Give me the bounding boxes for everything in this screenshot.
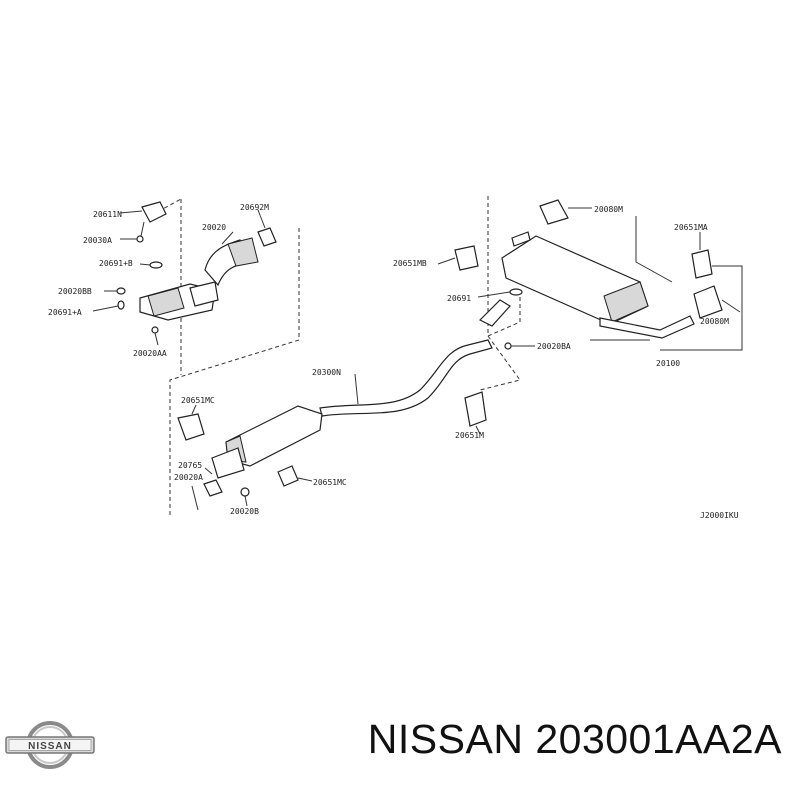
rear-muffler-part <box>477 196 743 391</box>
reference-code: J2000IKU <box>700 511 739 520</box>
label-20020BB: 20020BB <box>58 287 92 296</box>
label-20691: 20691 <box>447 294 471 303</box>
label-20651MB: 20651MB <box>393 259 427 268</box>
label-20692M: 20692M <box>240 203 269 212</box>
label-20651MA: 20651MA <box>674 223 708 232</box>
part-number-title: NISSAN 203001AA2A <box>367 716 782 762</box>
part-labels: 20611N 20030A 20691+B 20020BB 20691+A 20… <box>48 203 739 520</box>
label-20080M-top: 20080M <box>594 205 623 214</box>
label-20080M-right: 20080M <box>700 317 729 326</box>
label-20651MC-bottom: 20651MC <box>313 478 347 487</box>
heat-shield-part <box>119 201 167 243</box>
label-20691B: 20691+B <box>99 259 133 268</box>
rubber-mount-parts <box>177 232 713 487</box>
logo-wordmark: NISSAN <box>28 741 72 752</box>
label-20020AA: 20020AA <box>133 349 167 358</box>
label-20020: 20020 <box>202 223 226 232</box>
label-20030A: 20030A <box>83 236 112 245</box>
label-20100: 20100 <box>656 359 680 368</box>
label-20651MC-left: 20651MC <box>181 396 215 405</box>
label-20651M: 20651M <box>455 431 484 440</box>
gasket-part <box>257 209 277 247</box>
label-20611N: 20611N <box>93 210 122 219</box>
label-20020A: 20020A <box>174 473 203 482</box>
center-pipe-part <box>211 339 493 479</box>
front-fasteners <box>92 261 163 312</box>
front-flange-fasteners <box>191 467 250 511</box>
label-20765: 20765 <box>178 461 202 470</box>
catalytic-converter-part <box>139 231 259 346</box>
nissan-logo: NISSAN <box>5 721 95 769</box>
label-20020BA: 20020BA <box>537 342 571 351</box>
label-20020B: 20020B <box>230 507 259 516</box>
label-20300N: 20300N <box>312 368 341 377</box>
label-20691A: 20691+A <box>48 308 82 317</box>
